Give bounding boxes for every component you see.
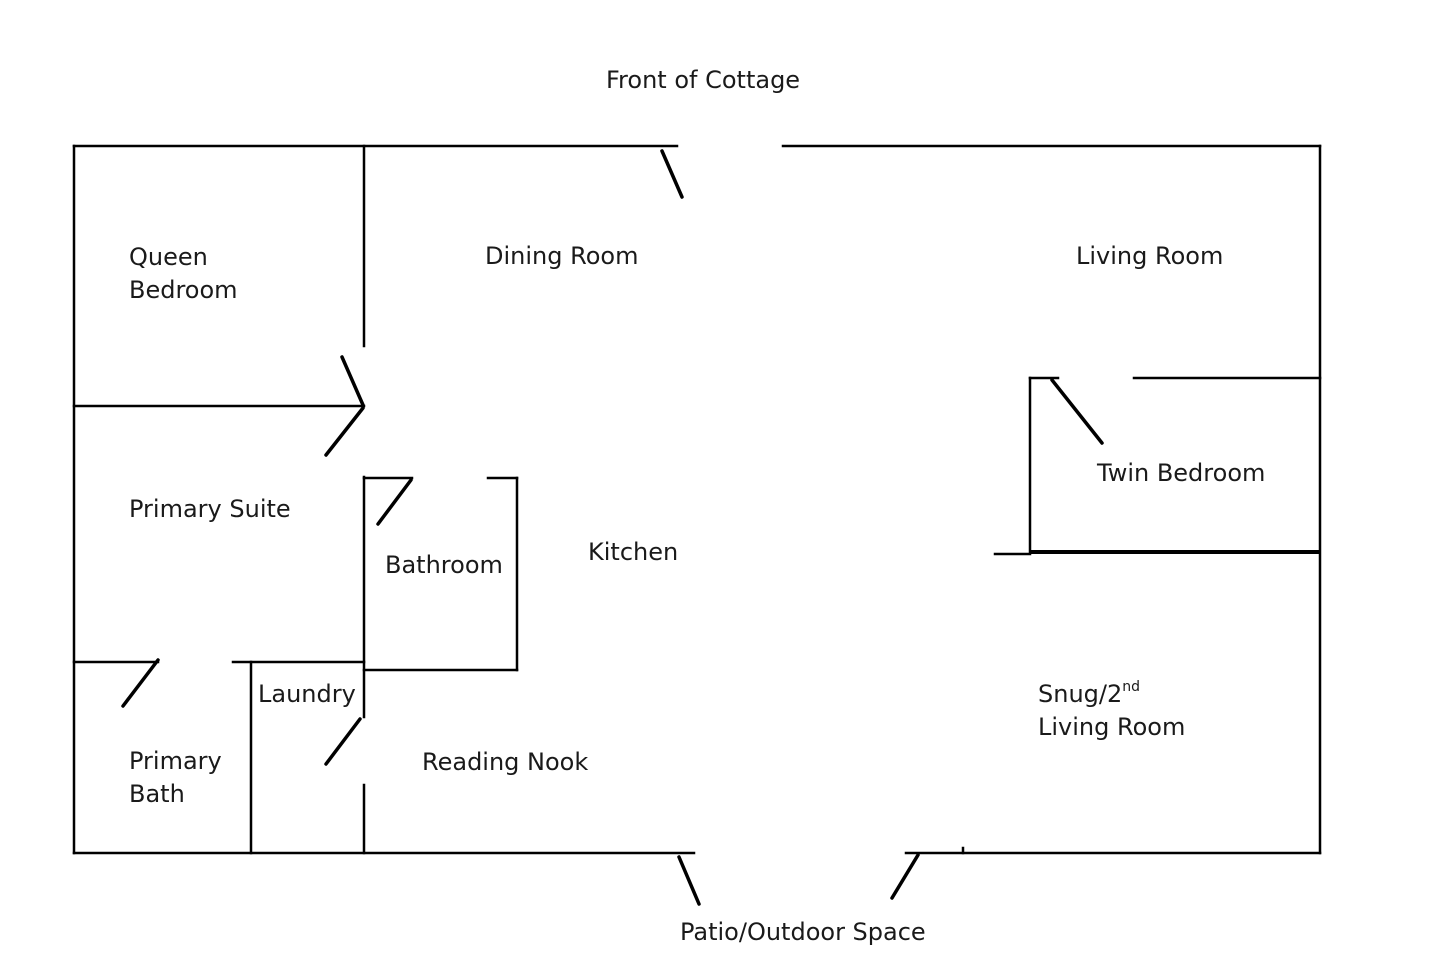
snug-line1: Snug/2nd: [1038, 678, 1185, 711]
room-label-reading-nook: Reading Nook: [422, 748, 589, 776]
queen-bedroom-line1: Queen: [129, 243, 208, 271]
door-front[interactable]: [660, 149, 684, 199]
snug-line1-sup: nd: [1122, 679, 1141, 695]
queen-bedroom-line2: Bedroom: [129, 276, 238, 304]
room-label-primary-bath: Primary Bath: [129, 745, 222, 811]
room-label-primary-suite: Primary Suite: [129, 495, 291, 523]
room-label-bathroom: Bathroom: [385, 551, 503, 579]
primary-bath-line1: Primary: [129, 747, 222, 775]
snug-line1-main: Snug/2: [1038, 680, 1123, 708]
room-label-twin-bedroom: Twin Bedroom: [1097, 459, 1266, 487]
door-queen-bedroom[interactable]: [340, 355, 365, 407]
door-twin-bedroom[interactable]: [1050, 378, 1104, 445]
snug-line2: Living Room: [1038, 713, 1186, 741]
front-of-cottage-label: Front of Cottage: [606, 66, 801, 94]
room-label-dining-room: Dining Room: [485, 242, 639, 270]
primary-bath-line2: Bath: [129, 780, 185, 808]
room-label-living-room: Living Room: [1076, 242, 1224, 270]
door-patio-right[interactable]: [890, 853, 920, 900]
room-label-laundry: Laundry: [258, 680, 356, 708]
room-label-queen-bedroom: Queen Bedroom: [129, 241, 238, 307]
door-bathroom[interactable]: [376, 478, 413, 526]
room-label-kitchen: Kitchen: [588, 538, 679, 566]
door-primary-suite[interactable]: [324, 406, 365, 457]
door-laundry[interactable]: [324, 717, 362, 766]
room-label-snug: Snug/2nd Living Room: [1038, 678, 1185, 744]
patio-label: Patio/Outdoor Space: [680, 918, 926, 946]
door-patio-left[interactable]: [677, 855, 701, 906]
door-primary-bath[interactable]: [121, 658, 160, 708]
